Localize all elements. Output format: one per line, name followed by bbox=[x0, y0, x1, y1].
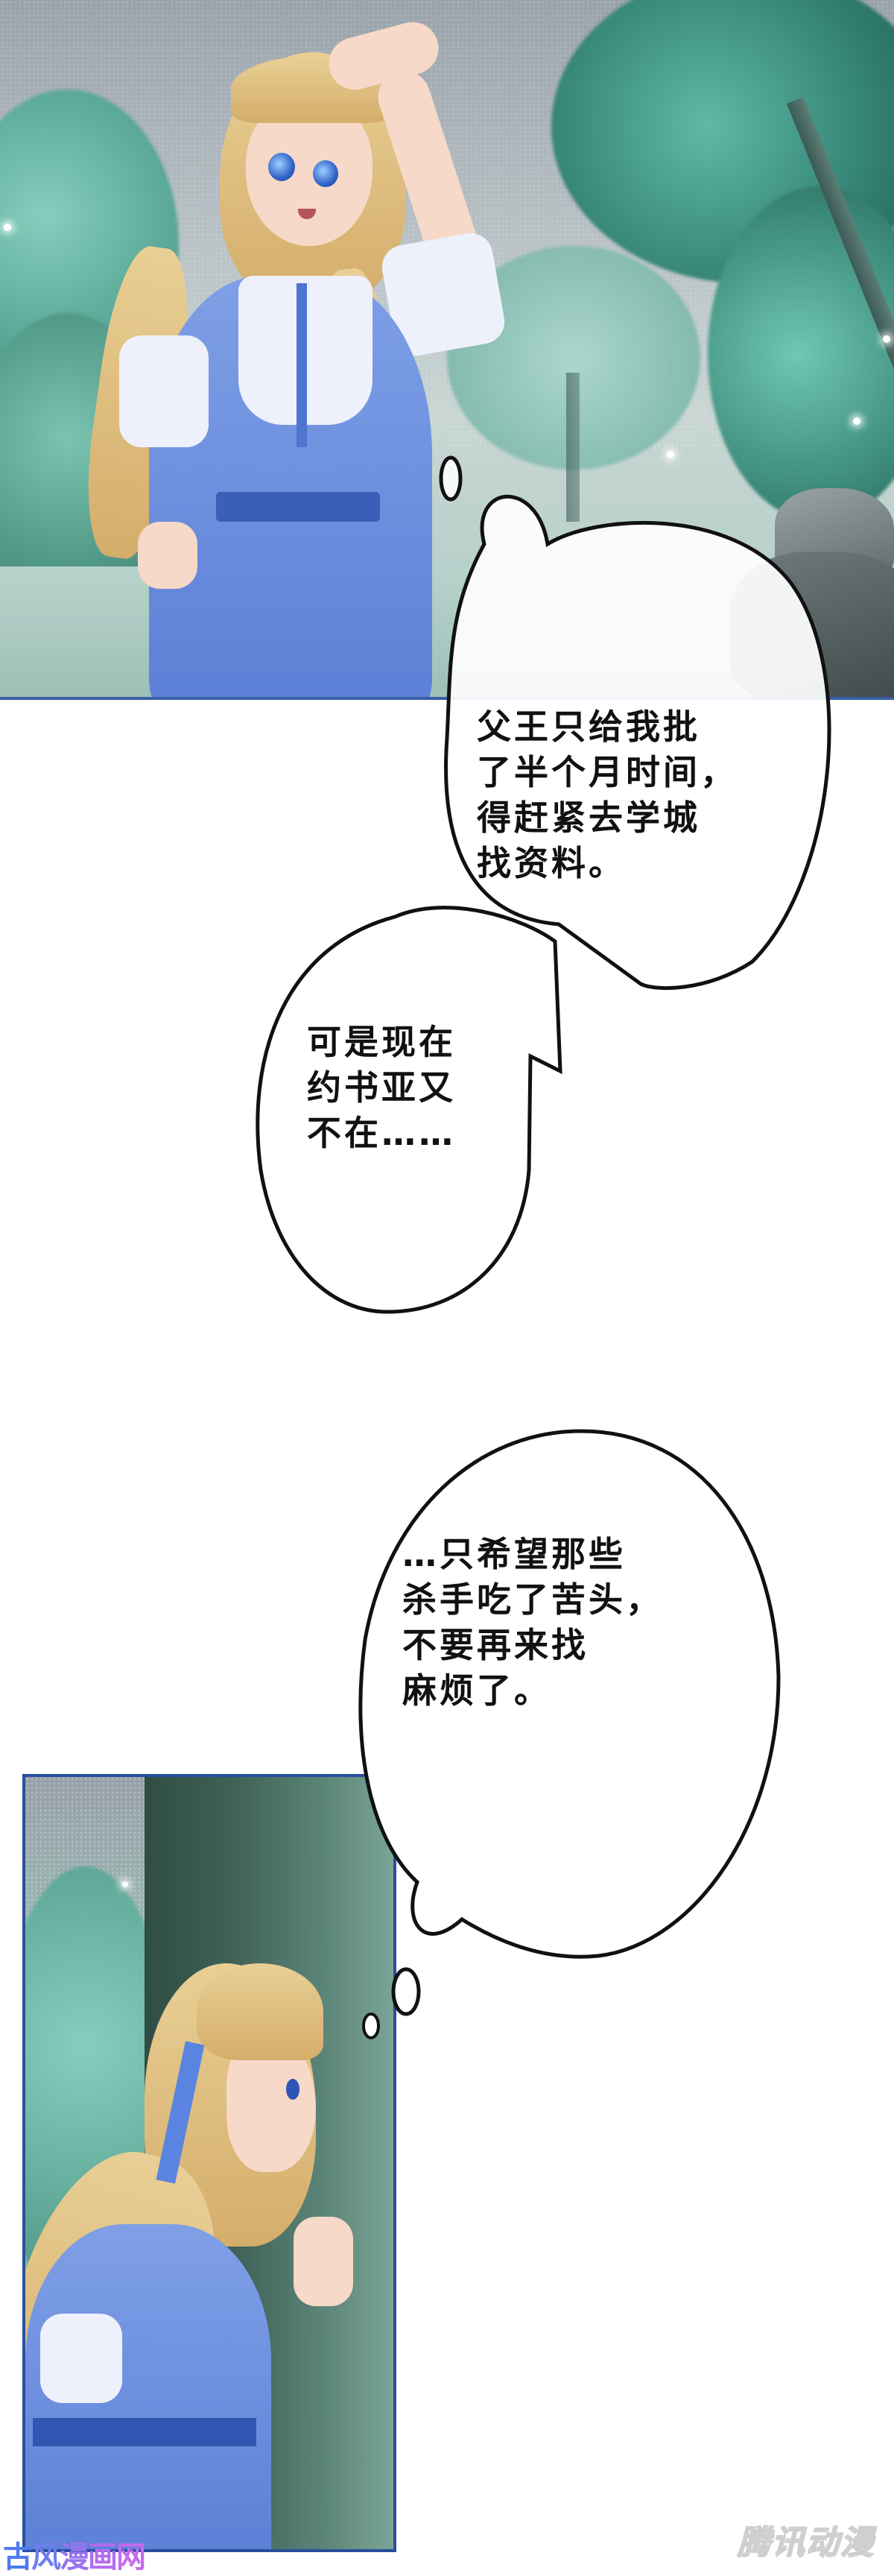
bubble-1-line: 了半个月时间， bbox=[477, 752, 738, 792]
sparkle bbox=[853, 417, 860, 425]
belt bbox=[216, 492, 380, 522]
bubble-3-line: …只希望那些 bbox=[402, 1534, 626, 1574]
bubble-3-line: 杀手吃了苦头， bbox=[402, 1579, 663, 1620]
bubble-1-line: 得赶紧去学城 bbox=[477, 798, 700, 838]
bubble-3-text: …只希望那些杀手吃了苦头， 不要再来找麻烦了。 bbox=[402, 1532, 663, 1714]
bubble-2-text: 可是现在约书亚又不在…… bbox=[307, 1020, 456, 1156]
ribbon-tie bbox=[297, 283, 307, 447]
watermark-char: 古 bbox=[3, 2540, 33, 2575]
hand-on-tree bbox=[294, 2217, 353, 2306]
bubble-1-line: 父王只给我批 bbox=[477, 707, 700, 747]
belt bbox=[33, 2418, 256, 2446]
bubble-3-line: 不要再来找 bbox=[402, 1625, 589, 1665]
sparkle bbox=[883, 335, 890, 343]
rock-right-large bbox=[730, 552, 894, 697]
bubble-1-line: 找资料。 bbox=[477, 843, 626, 883]
sparkle bbox=[122, 1881, 128, 1887]
mouth bbox=[298, 209, 316, 219]
bubble-2-line: 不在…… bbox=[307, 1113, 456, 1153]
comic-panel-2 bbox=[22, 1774, 396, 2552]
eye bbox=[286, 2079, 299, 2100]
thought-circle bbox=[391, 1967, 421, 2016]
bangs bbox=[197, 1963, 323, 2060]
watermark-char: 网 bbox=[116, 2540, 146, 2575]
puff-sleeve bbox=[40, 2314, 122, 2403]
watermark-char: 风 bbox=[31, 2540, 61, 2575]
sparkle bbox=[667, 451, 674, 458]
foliage-right-mid bbox=[708, 186, 894, 522]
background-trunk bbox=[566, 373, 580, 522]
comic-panel-1 bbox=[0, 0, 894, 700]
watermark-right: 腾讯动漫 bbox=[737, 2523, 875, 2563]
watermark-char: 画 bbox=[88, 2540, 118, 2575]
sparkle bbox=[4, 224, 11, 231]
eye-right bbox=[313, 160, 338, 187]
bubble-2-line: 约书亚又 bbox=[307, 1067, 456, 1108]
eye-left bbox=[268, 153, 295, 181]
watermark-char: 漫 bbox=[60, 2540, 89, 2575]
bubble-3-line: 麻烦了。 bbox=[402, 1670, 551, 1711]
puff-sleeve-left bbox=[119, 335, 209, 447]
watermark-left: 古风漫画网 bbox=[3, 2533, 146, 2576]
bubble-2-line: 可是现在 bbox=[307, 1022, 456, 1062]
bubble-1-text: 父王只给我批了半个月时间， 得赶紧去学城找资料。 bbox=[477, 704, 738, 886]
fist-hand bbox=[138, 522, 197, 589]
